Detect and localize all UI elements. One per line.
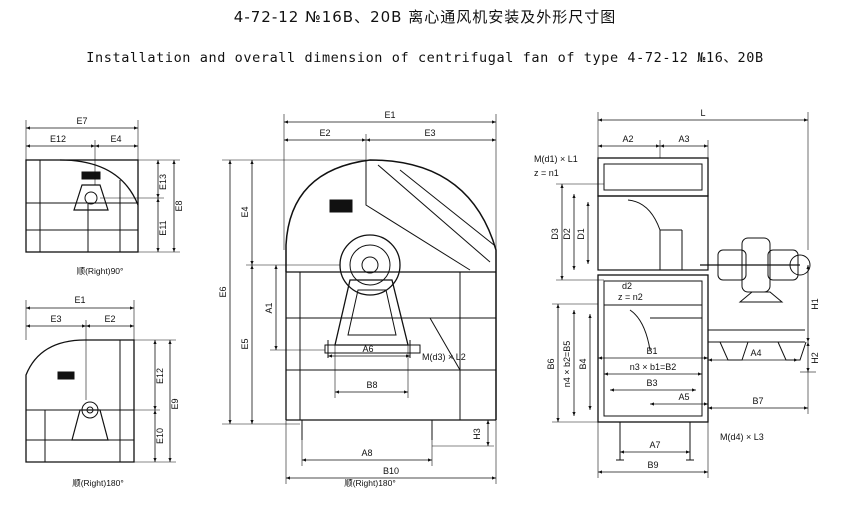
label-front-e4: E4 [240, 206, 250, 217]
caption-front-right-180: 顺(Right)180° [344, 478, 396, 488]
label-e9: E9 [170, 398, 180, 409]
label-e2-small: E2 [104, 314, 115, 324]
label-side-md1: M(d1) × L1 [534, 154, 578, 164]
label-e10: E10 [155, 428, 165, 444]
label-e13: E13 [158, 174, 168, 190]
label-e1-small: E1 [74, 295, 85, 305]
label-side-a3: A3 [678, 134, 689, 144]
view-right-90 [25, 120, 180, 253]
view-front [222, 114, 497, 484]
label-e4: E4 [110, 134, 121, 144]
label-front-e5: E5 [240, 338, 250, 349]
label-side-a4: A4 [750, 348, 761, 358]
label-front-b8: B8 [366, 380, 377, 390]
label-front-e6: E6 [218, 286, 228, 297]
label-side-h1: H1 [810, 298, 820, 310]
label-e7: E7 [76, 116, 87, 126]
label-e3-small: E3 [50, 314, 61, 324]
label-front-e1: E1 [384, 110, 395, 120]
label-front-e3: E3 [424, 128, 435, 138]
label-side-d2: D2 [562, 228, 572, 240]
label-side-h2: H2 [810, 352, 820, 364]
view-right-180-small [25, 300, 176, 463]
caption-right-90: 顺(Right)90° [77, 266, 124, 276]
label-side-zn2: z = n2 [618, 292, 643, 302]
label-e12-small: E12 [155, 368, 165, 384]
drawing-title-chinese: 4-72-12 №16B、20B 离心通风机安装及外形尺寸图 [233, 8, 617, 26]
label-side-md4: M(d4) × L3 [720, 432, 764, 442]
view-side [552, 112, 816, 478]
label-side-d3: D3 [550, 228, 560, 240]
label-side-l: L [700, 108, 705, 118]
label-e8: E8 [174, 200, 184, 211]
label-side-b6: B6 [546, 358, 556, 369]
label-side-n3b1: n3 × b1=B2 [630, 362, 677, 372]
label-side-b3: B3 [646, 378, 657, 388]
label-front-a6: A6 [362, 344, 373, 354]
label-side-a5: A5 [678, 392, 689, 402]
label-front-a1: A1 [264, 302, 274, 313]
label-side-zn1: z = n1 [534, 168, 559, 178]
label-side-a7: A7 [649, 440, 660, 450]
label-front-e2: E2 [319, 128, 330, 138]
label-front-md3: M(d3) × L2 [422, 352, 466, 362]
label-side-b1: B1 [646, 346, 657, 356]
label-side-b4: B4 [578, 358, 588, 369]
caption-right-180-small: 顺(Right)180° [72, 478, 124, 488]
label-front-h3: H3 [472, 428, 482, 440]
label-side-n4b2: n4 × b2=B5 [562, 341, 572, 388]
label-e12: E12 [50, 134, 66, 144]
label-side-d1: D1 [576, 228, 586, 240]
drawing-title-english: Installation and overall dimension of ce… [86, 50, 764, 66]
label-front-a8: A8 [361, 448, 372, 458]
label-e11: E11 [158, 220, 168, 235]
label-side-a2: A2 [622, 134, 633, 144]
label-side-b7: B7 [752, 396, 763, 406]
label-front-b10: B10 [383, 466, 399, 476]
label-side-d2-small: d2 [622, 281, 632, 291]
label-side-b9: B9 [647, 460, 658, 470]
